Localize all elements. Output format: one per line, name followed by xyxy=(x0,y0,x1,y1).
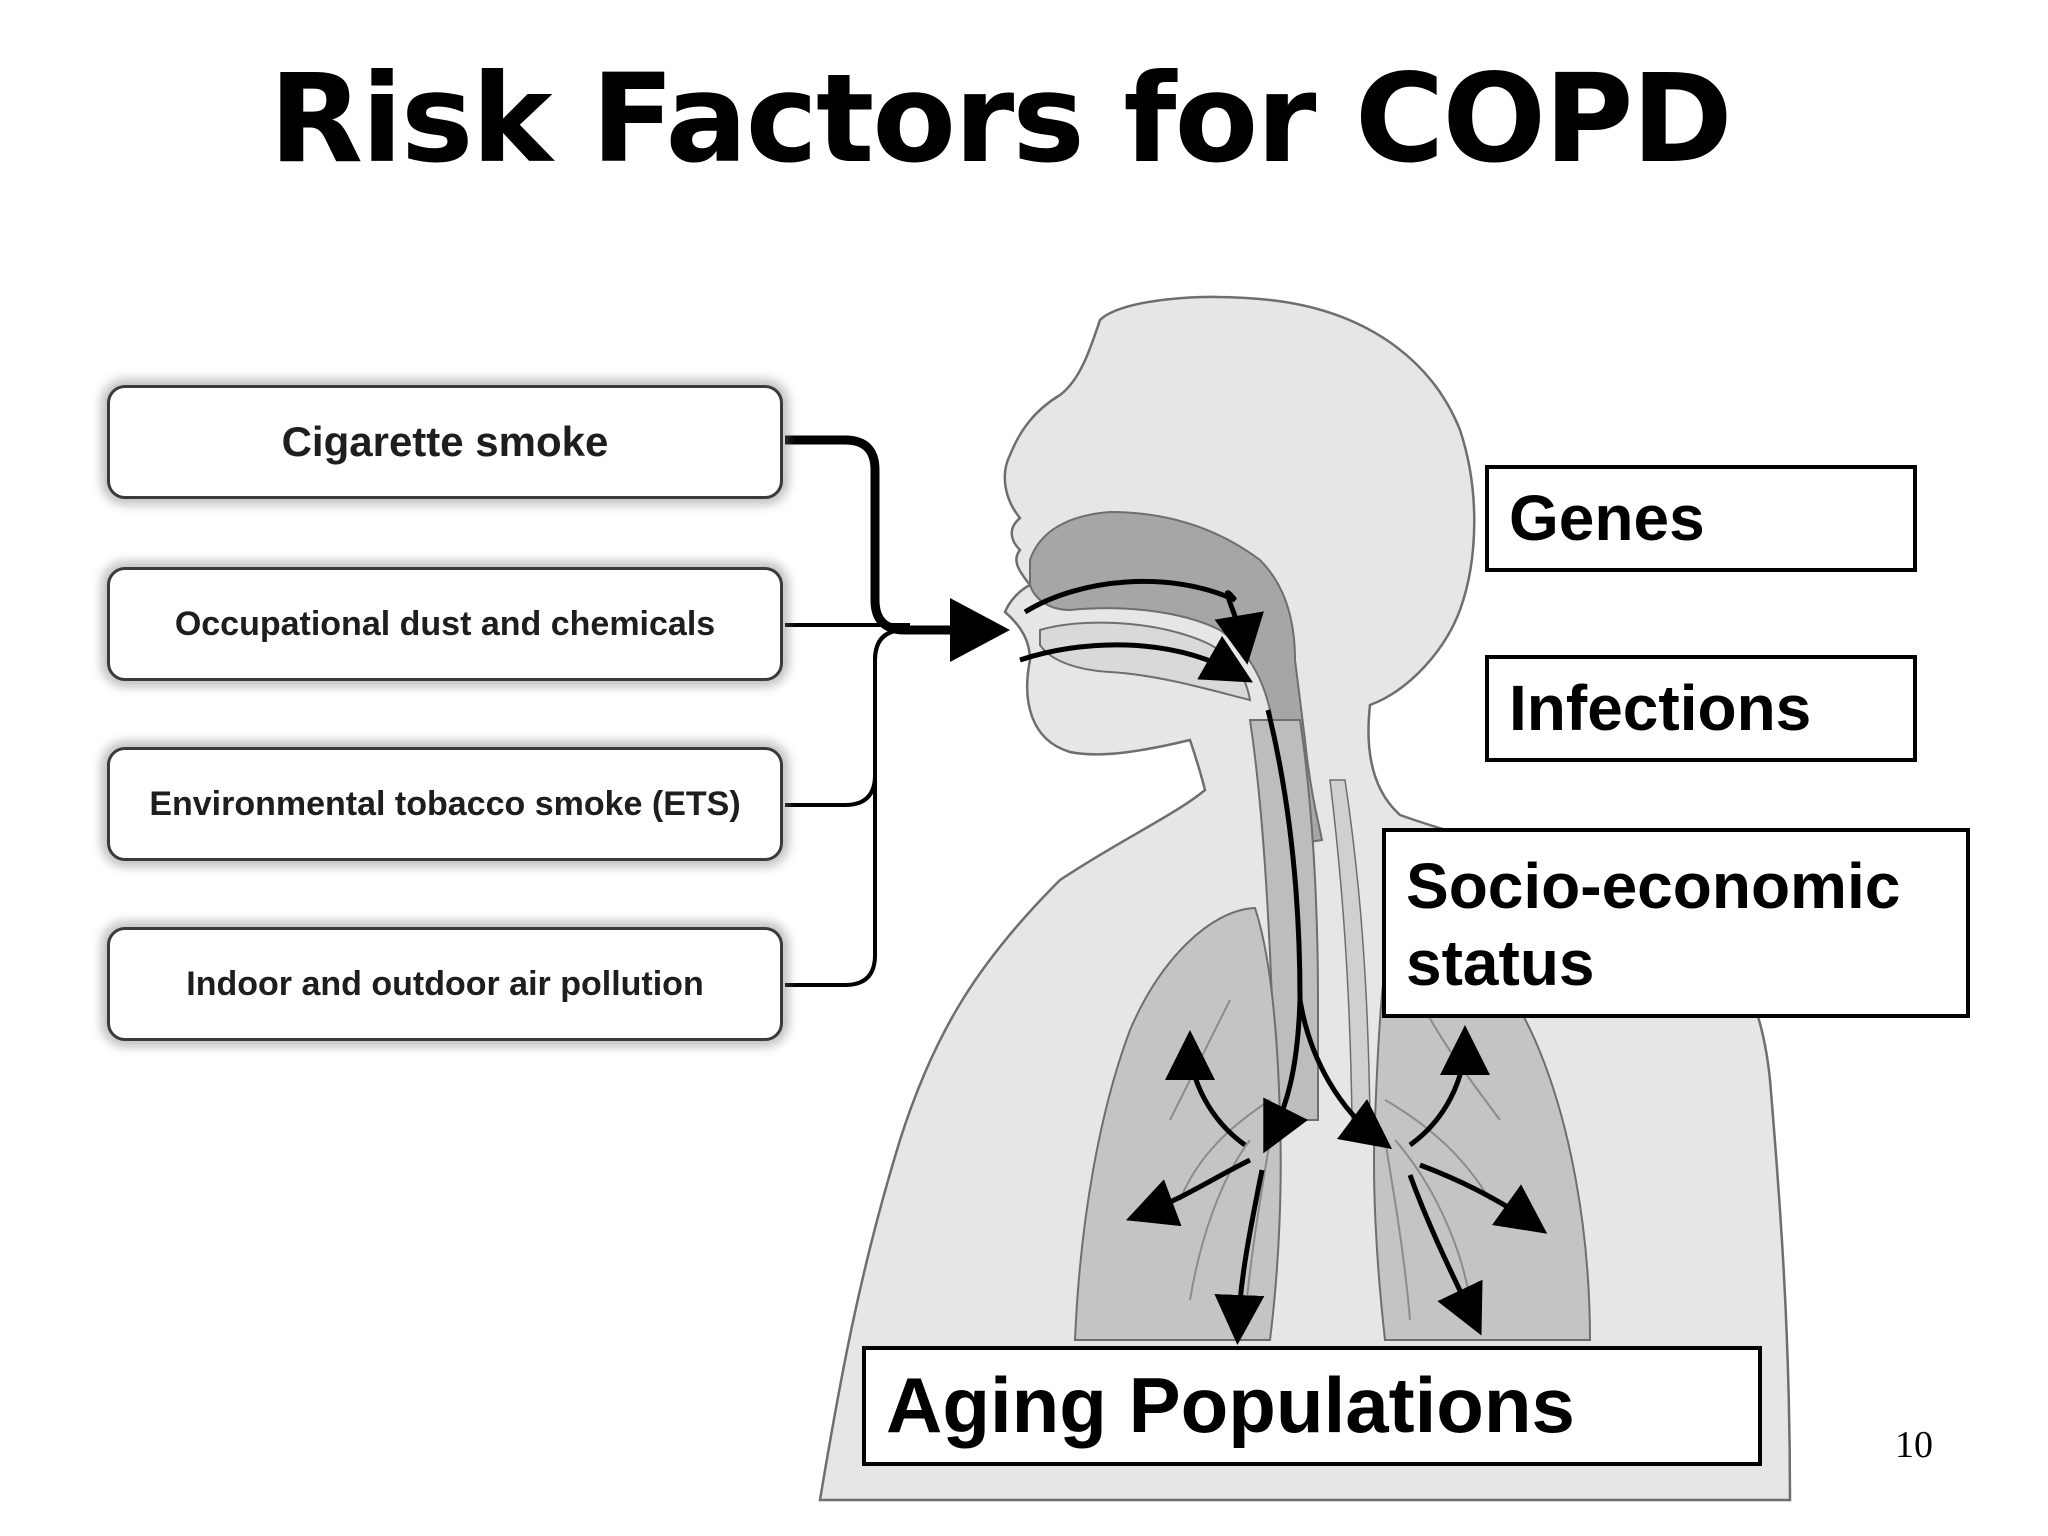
nasal-cavity xyxy=(1029,510,1324,847)
connector-pollution xyxy=(785,628,906,987)
connector-ets xyxy=(785,628,906,807)
page-number: 10 xyxy=(1895,1424,1933,1466)
left-lung xyxy=(1073,906,1282,1341)
exposure-cigarette-smoke: Cigarette smoke xyxy=(107,385,783,499)
factor-socio-economic: Socio-economic status xyxy=(1382,828,1970,1018)
airflow-arrow-nasal xyxy=(1023,578,1264,665)
airflow-arrow-trachea-right xyxy=(1297,999,1392,1150)
lung-airflow-arrows xyxy=(1125,1025,1548,1345)
connector-cigarette xyxy=(785,435,960,635)
exposure-air-pollution: Indoor and outdoor air pollution xyxy=(107,927,783,1041)
slide-title: Risk Factors for COPD xyxy=(269,48,1733,190)
factor-infections: Infections xyxy=(1485,655,1917,762)
exposure-ets: Environmental tobacco smoke (ETS) xyxy=(107,747,783,861)
airflow-arrow-trachea xyxy=(1263,709,1309,1154)
main-arrowhead xyxy=(950,598,1010,662)
factor-aging-populations: Aging Populations xyxy=(862,1346,1762,1466)
airflow-arrow-oral xyxy=(1019,635,1254,683)
exposure-occupational-dust: Occupational dust and chemicals xyxy=(107,567,783,681)
factor-genes: Genes xyxy=(1485,465,1917,572)
